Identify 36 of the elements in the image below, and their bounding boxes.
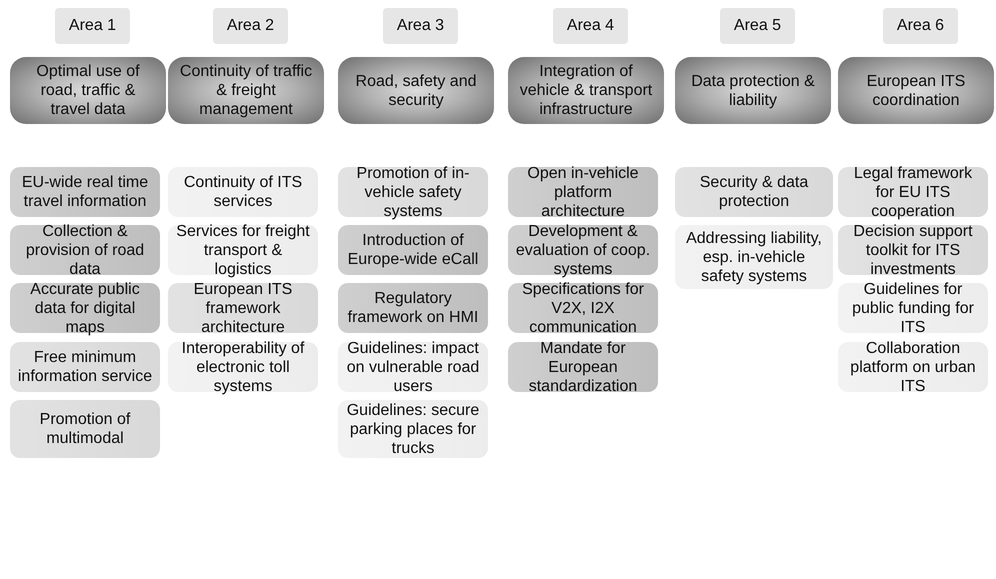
item-box: Regulatory framework on HMI [338, 283, 488, 333]
heading-box: Optimal use of road, traffic & travel data [10, 57, 166, 124]
item-box: Services for freight transport & logistics [168, 225, 318, 275]
item-box: Continuity of ITS services [168, 167, 318, 217]
item-box: Guidelines: impact on vulnerable road users [338, 342, 488, 392]
heading-box: European ITS coordination [838, 57, 994, 124]
heading-box: Data protection & liability [675, 57, 831, 124]
area-tab: Area 6 [883, 8, 958, 44]
item-box: Promotion of multimodal [10, 400, 160, 458]
area-tab: Area 2 [213, 8, 288, 44]
item-box: EU-wide real time travel information [10, 167, 160, 217]
area-tab: Area 5 [720, 8, 795, 44]
item-box: Interoperability of electronic toll systems [168, 342, 318, 392]
area-tab: Area 4 [553, 8, 628, 44]
item-box: Promotion of in-vehicle safety systems [338, 167, 488, 217]
heading-box: Integration of vehicle & transport infrastructure [508, 57, 664, 124]
area-tab: Area 1 [55, 8, 130, 44]
item-box: Legal framework for EU ITS cooperation [838, 167, 988, 217]
item-box: Guidelines for public funding for ITS [838, 283, 988, 333]
item-box: Introduction of Europe-wide eCall [338, 225, 488, 275]
item-box: Security & data protection [675, 167, 833, 217]
item-box: Open in-vehicle platform architecture [508, 167, 658, 217]
item-box: European ITS framework architecture [168, 283, 318, 333]
item-box: Free minimum information service [10, 342, 160, 392]
item-box: Collection & provision of road data [10, 225, 160, 275]
item-box: Accurate public data for digital maps [10, 283, 160, 333]
item-box: Specifications for V2X, I2X communication [508, 283, 658, 333]
item-box: Collaboration platform on urban ITS [838, 342, 988, 392]
area-tab: Area 3 [383, 8, 458, 44]
item-box: Guidelines: secure parking places for trucks [338, 400, 488, 458]
item-box: Mandate for European standardization [508, 342, 658, 392]
heading-box: Road, safety and security [338, 57, 494, 124]
item-box: Decision support toolkit for ITS investments [838, 225, 988, 275]
item-box: Development & evaluation of coop. systems [508, 225, 658, 275]
heading-box: Continuity of traffic & freight management [168, 57, 324, 124]
item-box: Addressing liability, esp. in-vehicle safety systems [675, 225, 833, 289]
